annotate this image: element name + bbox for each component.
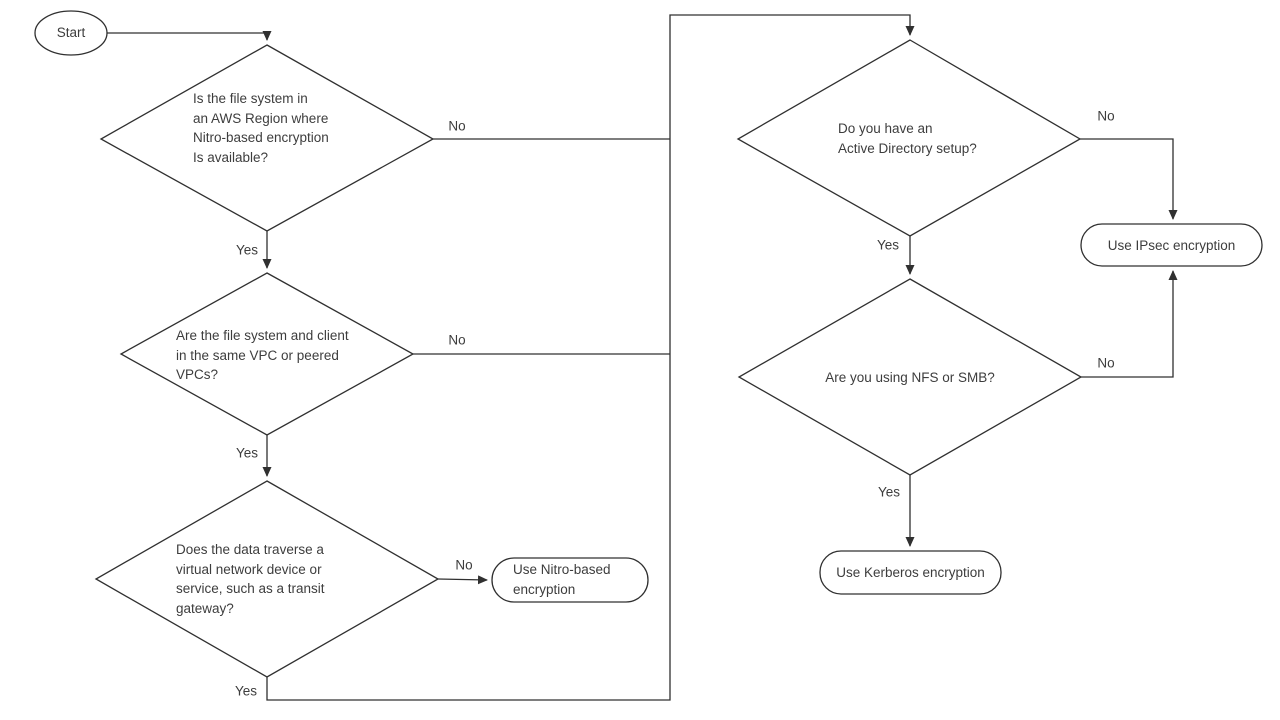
terminal-kerberos bbox=[819, 550, 1002, 595]
terminal-ipsec bbox=[1080, 223, 1263, 267]
terminal-nitro bbox=[491, 557, 649, 603]
decision-active-directory-text: Do you have an Active Directory setup? bbox=[838, 121, 977, 156]
edge-traverse-no bbox=[437, 575, 488, 585]
edge-label-traverse-yes: Yes bbox=[234, 683, 258, 699]
start-label: Start bbox=[56, 25, 86, 40]
edge-label-region-yes: Yes bbox=[235, 242, 259, 258]
edge-ad-no bbox=[1080, 138, 1178, 220]
terminal-kerberos-text: Use Kerberos encryption bbox=[836, 565, 985, 580]
decision-region bbox=[99, 44, 435, 232]
edge-label-protocol-yes: Yes bbox=[877, 484, 901, 500]
edge-label-traverse-no: No bbox=[455, 557, 473, 573]
decision-protocol bbox=[737, 278, 1083, 476]
terminal-ipsec-text: Use IPsec encryption bbox=[1107, 238, 1236, 253]
decision-region-text: Is the file system in an AWS Region wher… bbox=[193, 91, 329, 165]
decision-protocol-text: Are you using NFS or SMB? bbox=[825, 370, 995, 385]
edge-label-vpc-yes: Yes bbox=[235, 445, 259, 461]
edge-start-to-region bbox=[107, 31, 272, 41]
edge-label-vpc-no: No bbox=[448, 332, 466, 348]
edge-label-active-directory-no: No bbox=[1097, 108, 1115, 124]
edge-label-protocol-no: No bbox=[1097, 355, 1115, 371]
decision-active-directory bbox=[736, 39, 1082, 237]
decision-vpc-text: Are the file system and client in the sa… bbox=[176, 328, 349, 382]
edge-traverse-yes-trunk bbox=[266, 14, 915, 701]
edge-label-active-directory-yes: Yes bbox=[876, 237, 900, 253]
start-node bbox=[34, 10, 108, 56]
decision-traverse-text: Does the data traverse a virtual network… bbox=[176, 542, 325, 616]
edge-label-region-no: No bbox=[448, 118, 466, 134]
decision-traverse bbox=[94, 480, 440, 678]
decision-vpc bbox=[119, 272, 415, 436]
terminal-nitro-text: Use Nitro-based encryption bbox=[513, 562, 611, 597]
edge-protocol-no bbox=[1081, 270, 1178, 378]
